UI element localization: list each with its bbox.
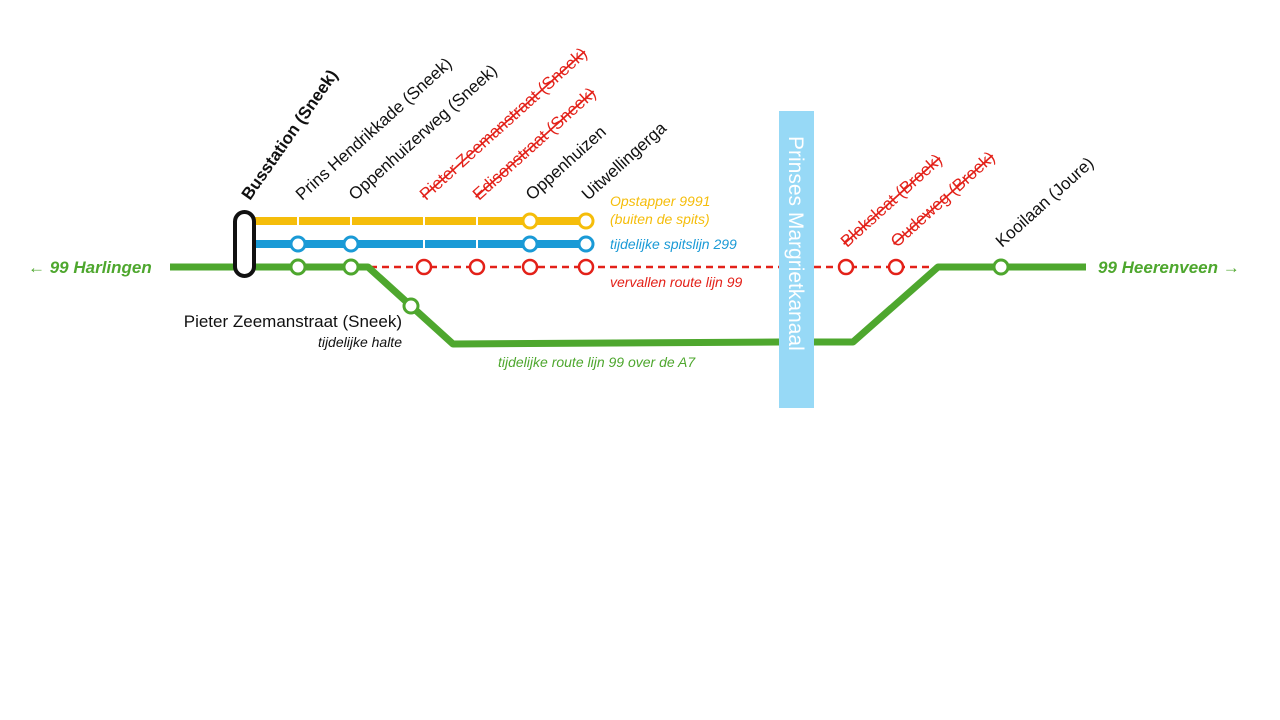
stops-blue (289, 235, 595, 253)
stop-blue-oppenhuizerweg (342, 235, 360, 253)
legend-yellow-line2: (buiten de spits) (610, 211, 710, 227)
canal-prinses-margrietkanaal (779, 111, 814, 408)
stop-red-oppenhuizen (521, 258, 539, 276)
label-kooilaan: Kooilaan (Joure) (992, 153, 1097, 251)
stop-green-kooilaan (992, 258, 1010, 276)
stops-green (289, 258, 1010, 315)
stop-yellow-uitwellingerga (577, 212, 595, 230)
stop-green-pieter-zeemanstraat-temp (402, 297, 420, 315)
stop-green-prins-hendrikkade (289, 258, 307, 276)
stops-yellow (521, 212, 595, 230)
stop-yellow-oppenhuizen (521, 212, 539, 230)
stop-blue-prins-hendrikkade (289, 235, 307, 253)
stop-red-pieter-zeemanstraat (415, 258, 433, 276)
label-end-harlingen: ← 99 Harlingen (28, 258, 152, 277)
legend-blue: tijdelijke spitslijn 299 (610, 236, 737, 252)
label-end-heerenveen: 99 Heerenveen → (1098, 258, 1240, 277)
stop-red-edisonstraat (468, 258, 486, 276)
stop-blue-uitwellingerga (577, 235, 595, 253)
legend-red: vervallen route lijn 99 (610, 274, 743, 290)
stop-red-uitwellingerga (577, 258, 595, 276)
label-temp-stop-note: tijdelijke halte (318, 334, 402, 350)
line-dividers (297, 214, 478, 251)
stop-red-oudeweg (887, 258, 905, 276)
stops-red (415, 258, 905, 276)
busstation-terminal (233, 210, 256, 278)
green-route-line-east (814, 263, 1086, 346)
stop-green-oppenhuizerweg (342, 258, 360, 276)
legend-yellow-line1: Opstapper 9991 (610, 193, 710, 209)
legend-green-detour: tijdelijke route lijn 99 over de A7 (498, 354, 696, 370)
canal-label: Prinses Margrietkanaal (784, 136, 807, 351)
label-pieter-zeemanstraat-temp: Pieter Zeemanstraat (Sneek) (184, 312, 402, 331)
stop-blue-oppenhuizen (521, 235, 539, 253)
stop-red-bloksleat (837, 258, 855, 276)
